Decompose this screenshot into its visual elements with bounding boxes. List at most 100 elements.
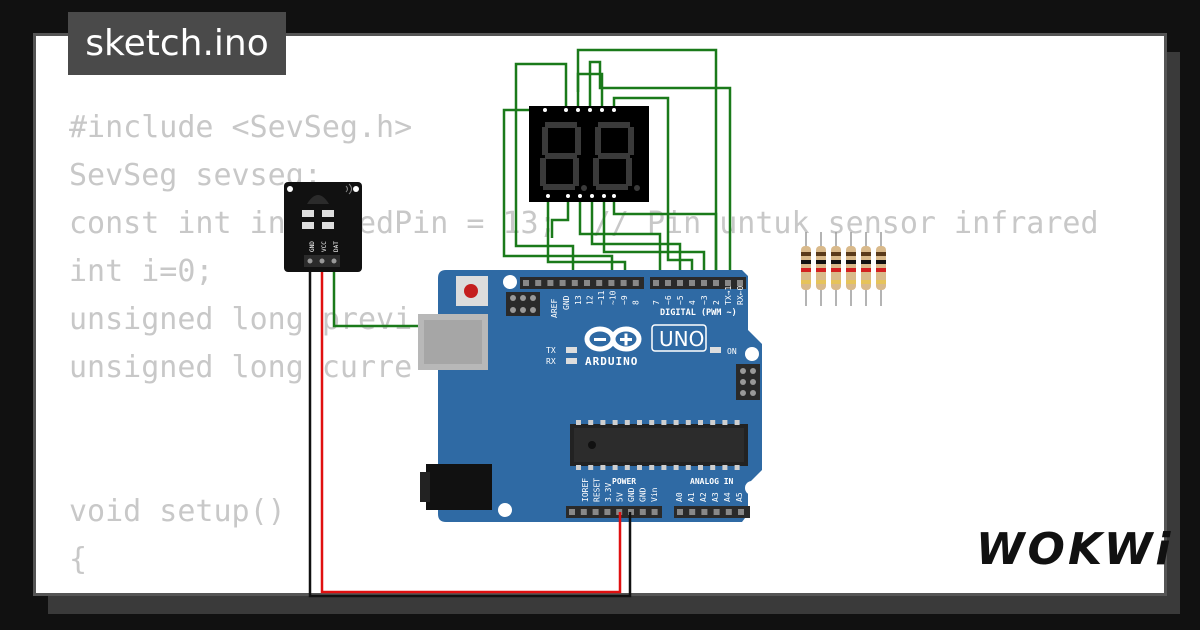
analog-pin-label: A0 xyxy=(675,492,684,502)
digit-right xyxy=(593,122,640,191)
digit-left xyxy=(540,122,587,191)
display-wires xyxy=(332,48,732,328)
power-jack xyxy=(426,464,492,510)
analog-pin-label: A3 xyxy=(711,492,720,502)
resistor[interactable] xyxy=(831,232,841,306)
sensor-led xyxy=(322,222,334,229)
code-line: int i=0; xyxy=(69,254,214,289)
power-pin-label: GND xyxy=(627,487,636,502)
mount-hole xyxy=(503,275,517,289)
on-led xyxy=(710,347,721,353)
sensor-led xyxy=(322,210,334,217)
signal-icon xyxy=(345,183,352,195)
wire-seg-7 xyxy=(550,196,570,238)
digital-pin-label: 13 xyxy=(574,295,583,305)
wire-seg-10 xyxy=(602,196,706,286)
usb-port-inner xyxy=(424,320,482,364)
digital-header-low xyxy=(650,277,746,289)
wire-seg-6 xyxy=(502,108,614,286)
resistor[interactable] xyxy=(861,232,871,306)
tx-led xyxy=(566,347,577,353)
power-pin-label: GND xyxy=(639,487,648,502)
analog-pin-label: A2 xyxy=(699,492,708,502)
digital-pin-label: ~9 xyxy=(620,295,629,305)
digital-pin-label: ~10 xyxy=(609,290,618,305)
code-line: void setup() xyxy=(69,494,286,529)
power-pin-label: Vin xyxy=(650,487,659,502)
digital-pin-label: ~5 xyxy=(676,295,685,305)
code-line: const int infraredPin = 13; // Pin untuk… xyxy=(69,206,1099,241)
gnd-label: GND xyxy=(562,295,571,310)
resistor[interactable] xyxy=(801,232,811,306)
uno-badge-frame xyxy=(651,324,707,352)
sensor-pin-vcc: VCC xyxy=(321,241,328,252)
rx-label: RX xyxy=(546,357,556,366)
power-pin-label: 3.3V xyxy=(604,483,613,502)
digital-pin-label: 12 xyxy=(586,295,595,305)
digital-pin-label: ~11 xyxy=(597,290,606,305)
power-header-label: POWER xyxy=(612,477,636,486)
digital-pin-label: 2 xyxy=(712,300,721,305)
digital-pin-label: 4 xyxy=(688,300,697,305)
digital-pin-holes xyxy=(523,280,743,286)
atmega-chip xyxy=(570,420,748,470)
code-preview: #include <SevSeg.h>SevSeg sevseg;const i… xyxy=(69,104,1164,593)
resistor[interactable] xyxy=(816,232,826,306)
wire-seg-4 xyxy=(576,72,604,110)
code-line: unsigned long previ xyxy=(69,302,413,337)
on-label: ON xyxy=(727,347,737,356)
infrared-sensor-module[interactable]: GND VCC DAT xyxy=(284,182,362,272)
uno-badge: UNO xyxy=(659,327,704,351)
resistor[interactable] xyxy=(876,232,886,306)
analog-pin-label: A1 xyxy=(687,492,696,502)
code-line: #include <SevSeg.h> xyxy=(69,110,413,145)
power-pin-label: IOREF xyxy=(581,478,590,502)
rx-led xyxy=(566,358,577,364)
arduino-logo xyxy=(584,326,642,352)
sensor-pin-dat: DAT xyxy=(333,241,340,252)
digital-pin-label: TX→1 xyxy=(724,286,733,305)
digital-pin-label: 7 xyxy=(652,300,661,305)
code-line: { xyxy=(69,542,88,577)
wire-gnd xyxy=(308,262,632,598)
digital-pin-label: RX←0 xyxy=(736,286,745,305)
display-pins xyxy=(543,108,616,198)
mount-hole xyxy=(745,481,759,495)
power-pin-label: 5V xyxy=(616,492,625,502)
digital-pin-label: 8 xyxy=(632,300,641,305)
sensor-led xyxy=(302,210,314,217)
reset-button[interactable] xyxy=(456,276,488,306)
power-pin-label: RESET xyxy=(593,478,602,502)
power-header xyxy=(566,506,662,518)
digital-pin-label: ~3 xyxy=(700,295,709,305)
bottom-pin-holes xyxy=(569,509,744,515)
power-jack-tip xyxy=(420,472,430,502)
resistor-array[interactable] xyxy=(801,232,886,306)
wire-seg-5 xyxy=(612,96,694,286)
analog-pin-label: A5 xyxy=(735,492,744,502)
icsp-header xyxy=(736,364,760,400)
resistor[interactable] xyxy=(846,232,856,306)
sensor-led xyxy=(302,222,314,229)
sensor-pin-labels: GND VCC DAT xyxy=(309,241,340,252)
code-line: unsigned long curre xyxy=(69,350,413,385)
ir-receiver xyxy=(307,195,329,204)
analog-header-label: ANALOG IN xyxy=(690,477,734,486)
wokwi-logo: WOKWi xyxy=(976,524,1174,575)
mount-hole xyxy=(498,503,512,517)
wire-seg-2 xyxy=(514,62,575,286)
analog-pin-label: A4 xyxy=(723,492,732,502)
seven-segment-display[interactable] xyxy=(529,106,649,202)
tx-label: TX xyxy=(546,346,556,355)
wire-seg-8 xyxy=(578,196,662,286)
wire-seg-12 xyxy=(612,196,718,286)
aref-label: AREF xyxy=(550,299,559,318)
arduino-wordmark: ARDUINO xyxy=(585,355,638,368)
digital-pin-label: ~6 xyxy=(664,295,673,305)
wire-vcc xyxy=(320,262,622,594)
